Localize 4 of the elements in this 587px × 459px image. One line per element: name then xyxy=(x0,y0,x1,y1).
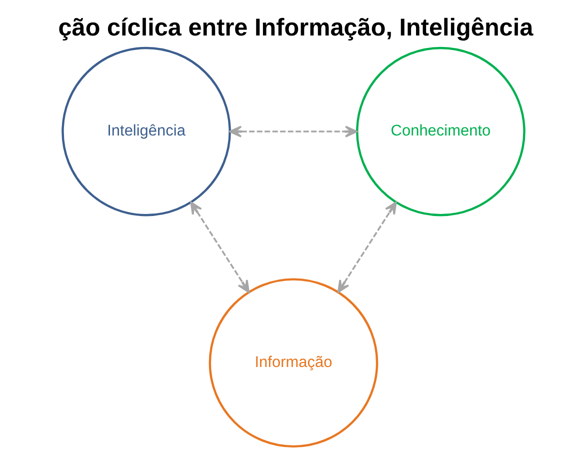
arrow xyxy=(337,201,397,293)
diagram-title: ção cíclica entre Informação, Inteligência xyxy=(58,14,534,42)
arrow xyxy=(229,126,358,138)
arrow xyxy=(190,201,250,293)
